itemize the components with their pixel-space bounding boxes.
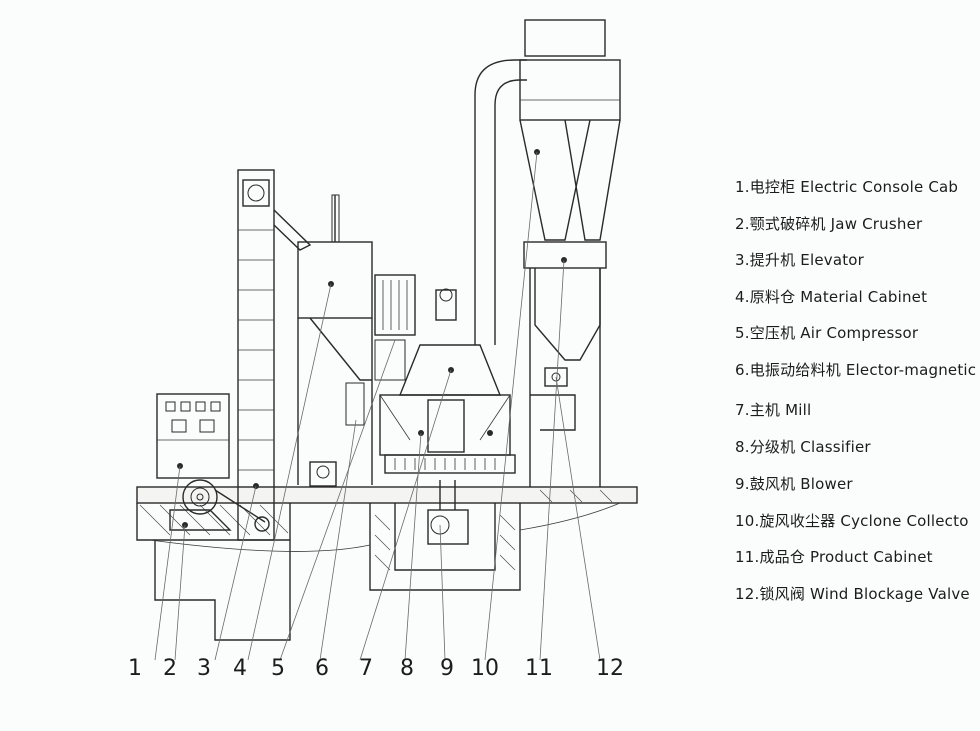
- number-label-9: 9: [440, 656, 454, 681]
- leader-lines: [154, 151, 601, 661]
- material-cabinet: [297, 194, 373, 485]
- legend-item-10: 10.旋风收尘器 Cyclone Collecto: [735, 512, 969, 530]
- legend-item-5: 5.空压机 Air Compressor: [735, 324, 919, 342]
- air-compressor: [309, 274, 416, 487]
- ground-foundation: [136, 486, 638, 641]
- legend-item-9: 9.鼓风机 Blower: [735, 475, 853, 493]
- number-label-8: 8: [400, 656, 414, 681]
- mill: [379, 288, 516, 474]
- number-label-5: 5: [271, 656, 285, 681]
- legend-item-7: 7.主机 Mill: [735, 401, 812, 419]
- number-label-1: 1: [128, 656, 142, 681]
- number-label-4: 4: [233, 656, 247, 681]
- legend-item-4: 4.原料仓 Material Cabinet: [735, 288, 928, 306]
- legend-item-8: 8.分级机 Classifier: [735, 438, 871, 456]
- number-label-10: 10: [471, 656, 499, 681]
- number-label-12: 12: [596, 656, 624, 681]
- cyclone-collector: [519, 19, 621, 241]
- legend-item-3: 3.提升机 Elevator: [735, 251, 865, 269]
- legend-item-1: 1.电控柜 Electric Console Cab: [735, 178, 959, 196]
- air-duct: [474, 59, 576, 431]
- legend-item-11: 11.成品仓 Product Cabinet: [735, 548, 933, 566]
- number-label-2: 2: [163, 656, 177, 681]
- number-label-6: 6: [315, 656, 329, 681]
- number-label-3: 3: [197, 656, 211, 681]
- electric-console: [156, 393, 230, 479]
- number-label-7: 7: [359, 656, 373, 681]
- bucket-elevator: [237, 169, 312, 541]
- legend-item-6: 6.电振动给料机 Elector-magnetic: [735, 361, 977, 379]
- legend-item-12: 12.锁风阀 Wind Blockage Valve: [735, 585, 970, 603]
- product-cabinet: [523, 241, 607, 487]
- jaw-crusher: [169, 479, 270, 532]
- wind-blockage-valve: [544, 367, 568, 387]
- number-label-11: 11: [525, 656, 553, 681]
- legend-item-2: 2.颚式破碎机 Jaw Crusher: [735, 215, 923, 233]
